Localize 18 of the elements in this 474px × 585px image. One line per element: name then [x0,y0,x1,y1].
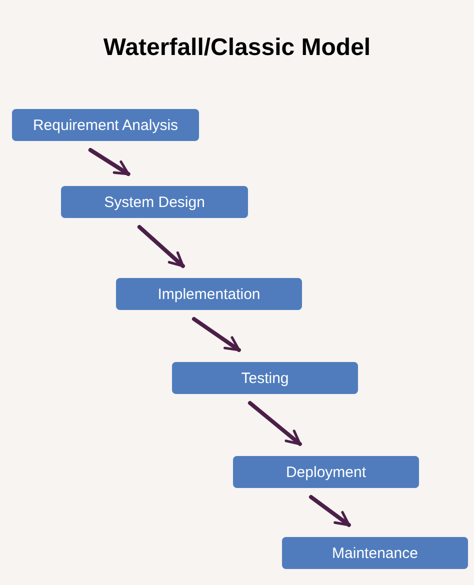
step-label: Implementation [158,286,260,302]
diagram-title: Waterfall/Classic Model [102,34,372,62]
arrow [137,225,185,268]
step-label: Deployment [286,464,366,480]
step-label: System Design [104,194,205,210]
arrow [192,317,241,352]
process-box [61,186,248,218]
process-box [282,537,468,569]
process-box [172,362,358,394]
process-box [116,278,302,310]
step-label: Maintenance [332,544,418,562]
arrow [248,401,302,446]
arrow [308,495,351,527]
step-label: Testing [241,370,289,386]
process-box [12,109,199,141]
arrow [88,148,130,176]
step-label: Requirement Analysis [32,116,178,134]
process-box [233,456,419,488]
